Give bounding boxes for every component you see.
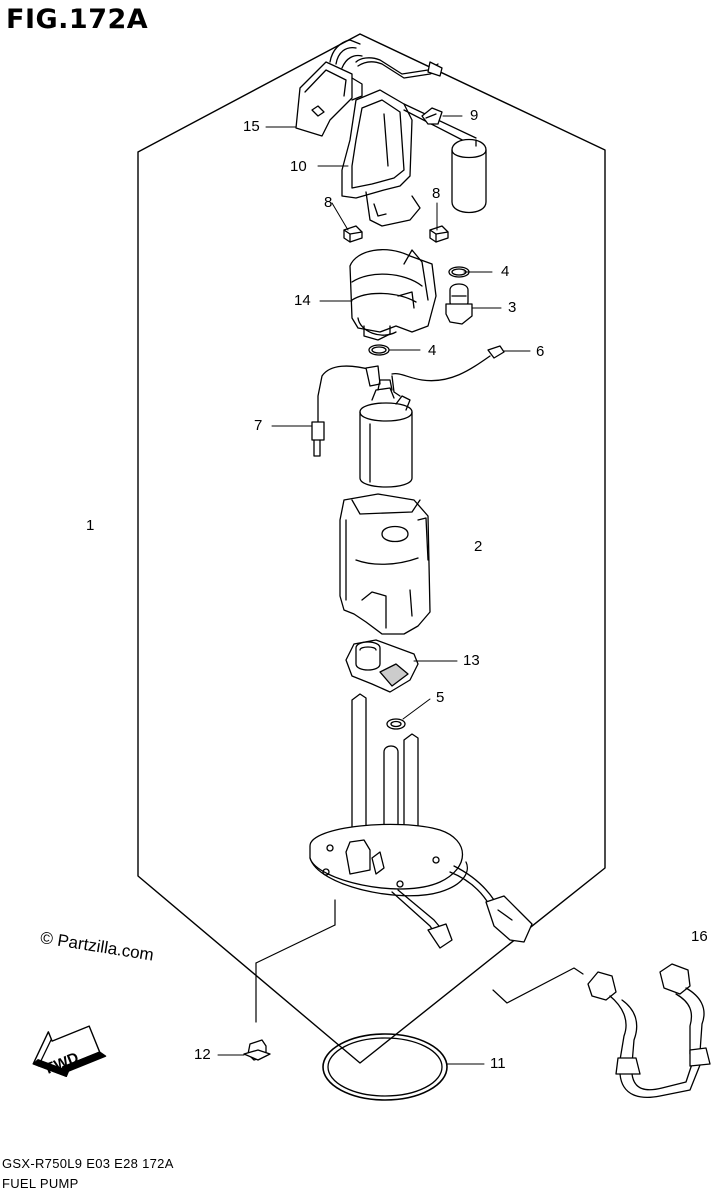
callout-2: 2	[474, 538, 483, 555]
leader-lines	[217, 115, 531, 1065]
pump-base-plate	[309, 693, 533, 949]
callout-7: 7	[254, 417, 263, 434]
gasket-part-14	[322, 1033, 448, 1101]
assembly-outline	[137, 33, 606, 1064]
pump-upper-case-part-12	[349, 249, 437, 341]
callout-16: 16	[691, 928, 708, 945]
model-code-line: GSX-R750L9 E03 E28 172A	[2, 1156, 174, 1171]
screw-part-8-right	[429, 225, 449, 243]
clip-part-9	[421, 107, 443, 125]
pump-holder-part-2	[339, 493, 431, 635]
fuel-level-float	[451, 138, 487, 214]
figure-title: FIG.172A	[6, 4, 149, 35]
pump-bracket-part-10	[341, 89, 477, 227]
figure-caption: FUEL PUMP	[2, 1176, 79, 1191]
callout-11: 13	[463, 652, 480, 669]
callout-13: 15	[243, 118, 260, 135]
callout-5: 5	[436, 689, 445, 706]
callout-4-lower: 4	[428, 342, 437, 359]
fwd-arrow-icon	[32, 1025, 107, 1078]
callout-6: 6	[536, 343, 545, 360]
callout-3: 3	[508, 299, 517, 316]
callout-9: 9	[470, 107, 479, 124]
callout-15: 12	[194, 1046, 211, 1063]
callout-8-left: 8	[324, 194, 333, 211]
callout-10: 10	[290, 158, 307, 175]
bolt-part-15	[243, 1039, 271, 1061]
callout-14: 11	[490, 1055, 506, 1072]
harness-connector-part-13	[295, 39, 443, 137]
hose-assembly-outline	[492, 967, 584, 1004]
fuel-filter-part-11	[345, 639, 419, 693]
callout-12: 14	[294, 292, 311, 309]
wire-lead-part-6	[391, 345, 505, 397]
callout-8-right: 8	[432, 185, 441, 202]
fuel-hose-part-16	[587, 963, 711, 1098]
pressure-regulator-part-3	[445, 283, 473, 325]
fuel-pump-motor	[359, 379, 413, 488]
callout-4-upper: 4	[501, 263, 510, 280]
o-ring-part-5	[386, 718, 406, 730]
callout-1: 1	[86, 517, 95, 534]
wire-lead-part-7	[311, 365, 381, 457]
